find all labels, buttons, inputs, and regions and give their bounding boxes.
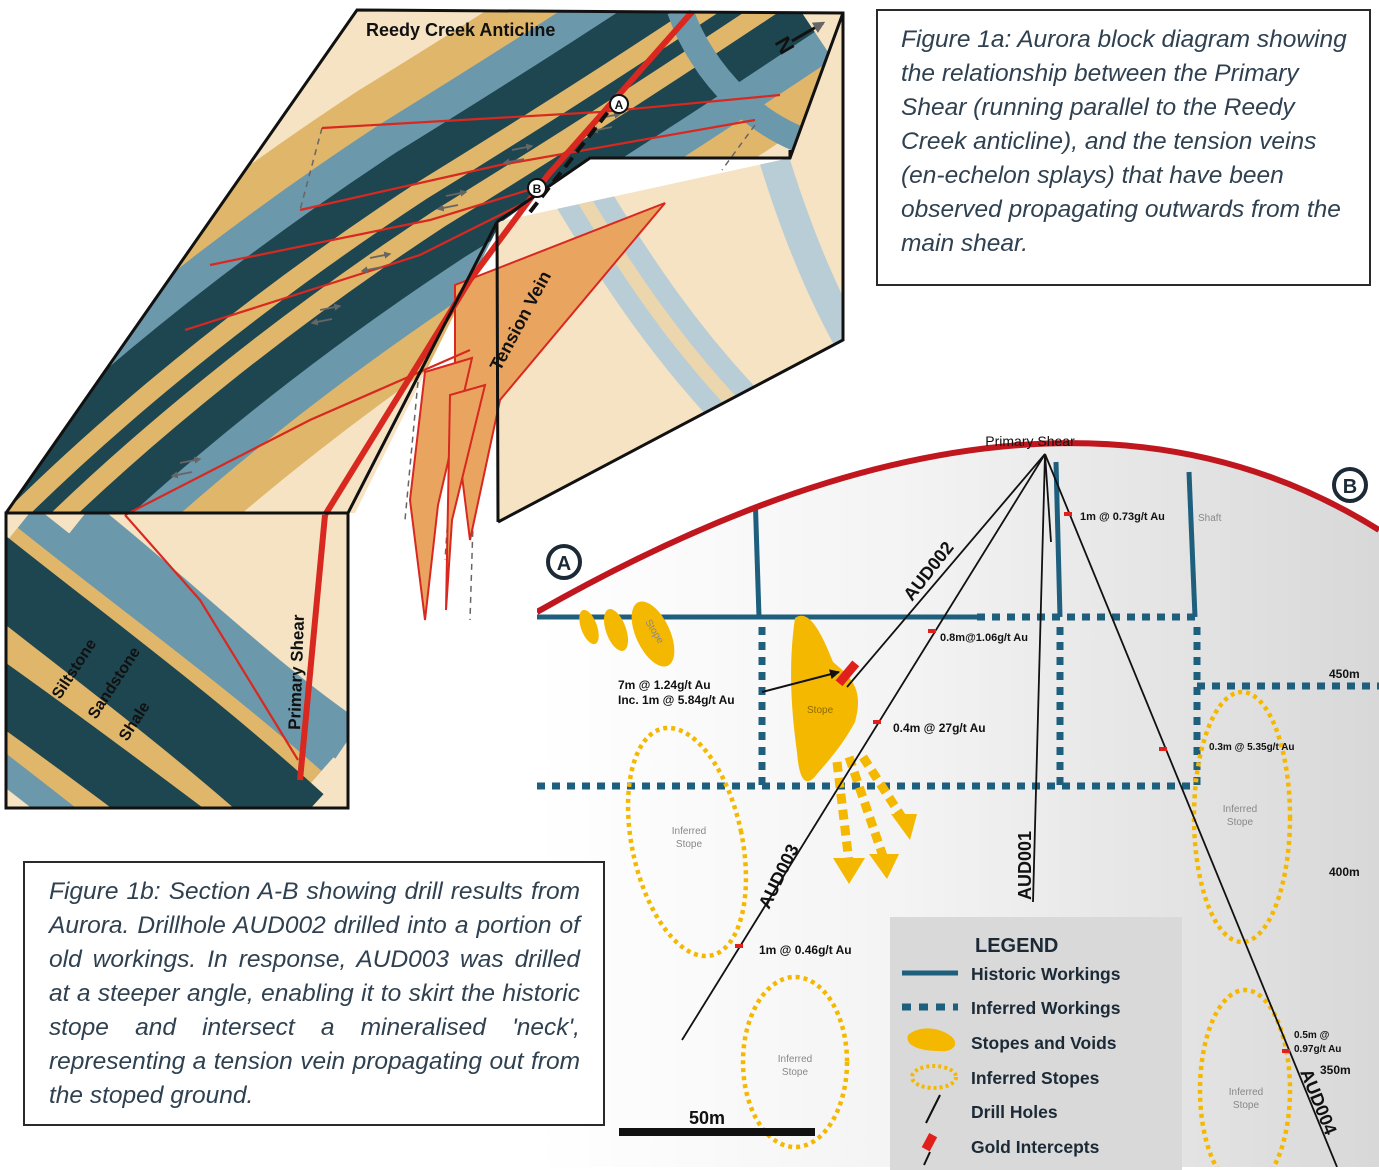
svg-text:Stope: Stope xyxy=(1233,1100,1260,1111)
point-b-marker: B xyxy=(527,178,547,198)
shear-arrows xyxy=(170,111,622,479)
legend-item-inferred-stopes: Inferred Stopes xyxy=(971,1068,1100,1088)
intercept-aud002-inc: Inc. 1m @ 5.84g/t Au xyxy=(618,693,735,707)
figure-1b-caption: Figure 1b: Section A-B showing drill res… xyxy=(23,861,605,1126)
shaft-label: Shaft xyxy=(1198,513,1222,524)
svg-text:Stope: Stope xyxy=(676,839,703,850)
reedy-creek-title: Reedy Creek Anticline xyxy=(366,20,555,40)
level-labels: 450m 400m 350m xyxy=(1320,667,1360,1077)
inferred-stopes xyxy=(625,689,1293,1167)
en-echelon-splays xyxy=(124,93,781,761)
drill-hole-aud001 xyxy=(1032,453,1046,903)
intercept-aud002-main: 7m @ 1.24g/t Au xyxy=(618,678,711,692)
legend-item-gold-intercepts: Gold Intercepts xyxy=(971,1137,1100,1157)
legend-swatch-stope xyxy=(907,1028,956,1052)
intercept-aud004-lower-2: 0.97g/t Au xyxy=(1294,1044,1341,1055)
figure-1a-caption: Figure 1a: Aurora block diagram showing … xyxy=(876,9,1371,286)
legend-item-historic: Historic Workings xyxy=(971,964,1121,984)
legend: LEGEND Historic Workings Inferred Workin… xyxy=(890,917,1182,1170)
point-a-label: A xyxy=(615,98,624,112)
legend-item-stopes: Stopes and Voids xyxy=(971,1033,1117,1053)
primary-shear-label: Primary Shear xyxy=(285,614,308,730)
intercept-aud004-lower-1: 0.5m @ xyxy=(1294,1030,1330,1041)
svg-text:Inferred: Inferred xyxy=(1229,1087,1263,1098)
scale-bar: 50m xyxy=(619,1108,815,1136)
intercept-aud003-lower: 1m @ 0.46g/t Au xyxy=(759,943,852,957)
svg-text:Inferred: Inferred xyxy=(778,1054,812,1065)
svg-text:Inferred: Inferred xyxy=(1223,804,1257,815)
legend-swatch-inferred-stope xyxy=(910,1064,958,1090)
legend-item-inferred: Inferred Workings xyxy=(971,998,1121,1018)
endpoint-a-label: A xyxy=(557,553,571,575)
drill-hole-aud003 xyxy=(681,453,1046,1041)
svg-text:Stope: Stope xyxy=(782,1067,809,1078)
svg-text:Inferred: Inferred xyxy=(672,826,706,837)
tension-vein-arrowheads xyxy=(833,814,917,884)
endpoint-b-label: B xyxy=(1343,476,1357,498)
intercept-aud001-mid: 0.8m@1.06g/t Au xyxy=(940,632,1028,644)
inferred-workings xyxy=(537,613,1379,790)
scale-bar-label: 50m xyxy=(689,1108,725,1128)
legend-title: LEGEND xyxy=(975,935,1058,957)
intercept-pointer xyxy=(761,669,840,693)
front-face xyxy=(6,513,348,808)
legend-item-drill-holes: Drill Holes xyxy=(971,1102,1058,1122)
svg-text:Stope: Stope xyxy=(1227,817,1254,828)
block-outline xyxy=(4,8,845,810)
intercept-aud001-upper: 1m @ 0.73g/t Au xyxy=(1080,511,1165,523)
legend-swatch-drill xyxy=(925,1094,941,1124)
endpoint-b: B xyxy=(1332,467,1368,503)
level-350m: 350m xyxy=(1320,1063,1351,1077)
tension-vein-wedges xyxy=(408,202,666,621)
section-boundary xyxy=(537,440,1379,615)
gold-intercepts xyxy=(735,512,1290,1053)
drill-hole-aud002 xyxy=(846,453,1046,688)
inferred-stope-labels: Inferred Stope Inferred Stope Inferred S… xyxy=(672,804,1263,1111)
intercept-aud003-upper: 0.4m @ 27g/t Au xyxy=(893,721,986,735)
drill-holes xyxy=(681,453,1338,1167)
section-primary-shear-label: Primary Shear xyxy=(985,433,1075,449)
label-aud001: AUD001 xyxy=(1015,831,1035,900)
tension-vein-arrows xyxy=(832,754,909,864)
intercept-aud004-upper: 0.3m @ 5.35g/t Au xyxy=(1209,742,1295,753)
intercept-annotations: 1m @ 0.73g/t Au 0.8m@1.06g/t Au 7m @ 1.2… xyxy=(618,511,1341,1055)
level-400m: 400m xyxy=(1329,865,1360,879)
point-b-label: B xyxy=(533,182,542,196)
level-450m: 450m xyxy=(1329,667,1360,681)
legend-swatch-intercept xyxy=(921,1133,938,1152)
point-a-marker: A xyxy=(609,94,629,114)
drill-hole-aud004 xyxy=(1044,453,1338,1167)
stopes-and-voids xyxy=(579,601,859,782)
endpoint-a: A xyxy=(546,544,582,580)
block-diagram: Reedy Creek Anticline N A B Tension Vein… xyxy=(4,8,845,810)
stope-label-main: Stope xyxy=(807,705,834,716)
